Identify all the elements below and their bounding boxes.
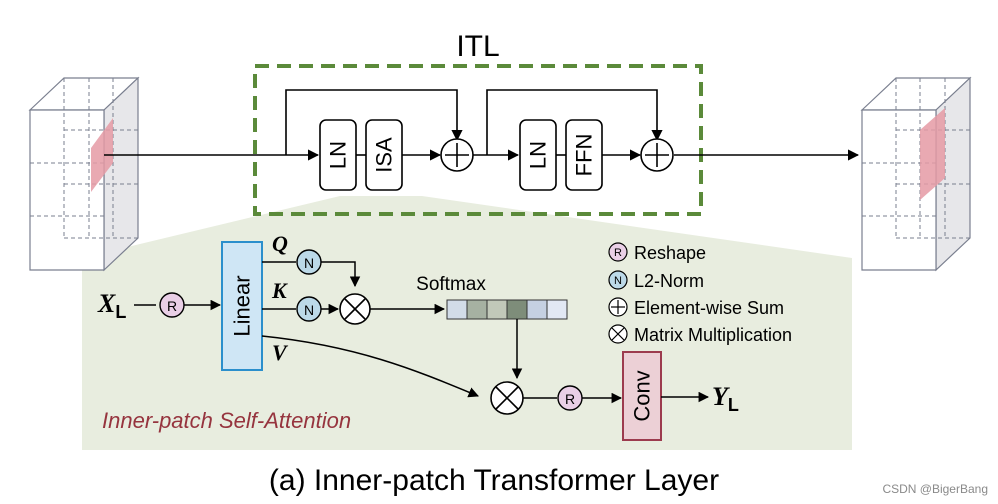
watermark: CSDN @BigerBang bbox=[882, 482, 988, 496]
norm-node-q: N bbox=[296, 249, 322, 275]
output-feature-cube bbox=[860, 76, 972, 272]
figure-caption: (a) Inner-patch Transformer Layer bbox=[269, 464, 719, 497]
linear-block bbox=[221, 241, 263, 371]
k-label: K bbox=[271, 278, 288, 303]
itl-title: ITL bbox=[456, 30, 499, 63]
isa-block bbox=[365, 119, 403, 191]
x-input-label: XL bbox=[97, 289, 126, 322]
softmax-cell bbox=[506, 299, 528, 320]
legend-norm-symbol: N bbox=[614, 275, 622, 287]
conv-label: Conv bbox=[630, 370, 655, 421]
flow-v-matmul bbox=[261, 335, 479, 398]
y-output-label: YL bbox=[712, 382, 739, 415]
v-label: V bbox=[272, 340, 289, 365]
input-patch-highlight bbox=[91, 118, 113, 192]
reshape-node-output: R bbox=[557, 385, 583, 411]
ln2-label: LN bbox=[526, 141, 551, 169]
legend-reshape-symbol: R bbox=[614, 247, 622, 259]
reshape-node-output-label: R bbox=[565, 391, 575, 407]
input-feature-cube bbox=[28, 76, 140, 272]
sum-node-1 bbox=[440, 138, 474, 172]
ffn-label: FFN bbox=[572, 134, 597, 177]
softmax-cell bbox=[486, 299, 508, 320]
matmul-node-v bbox=[490, 381, 524, 415]
flow-q-matmul bbox=[321, 261, 361, 288]
y-main: Y bbox=[712, 382, 730, 411]
legend-norm-label: L2-Norm bbox=[634, 271, 704, 291]
ln1-block bbox=[319, 119, 357, 191]
q-label: Q bbox=[272, 231, 288, 256]
softmax-label: Softmax bbox=[416, 274, 486, 295]
norm-node-k: N bbox=[296, 296, 322, 322]
legend: R Reshape N L2-Norm Element-wise Sum Mat… bbox=[608, 242, 792, 345]
output-patch-highlight bbox=[920, 108, 945, 200]
itl-dashed-box bbox=[253, 64, 703, 216]
linear-label: Linear bbox=[230, 275, 255, 336]
legend-matmul-label: Matrix Multiplication bbox=[634, 325, 792, 345]
skip-connection-2 bbox=[486, 89, 663, 155]
softmax-cell bbox=[466, 299, 488, 320]
ln1-label: LN bbox=[326, 141, 351, 169]
ffn-block bbox=[565, 119, 603, 191]
conv-block bbox=[622, 351, 662, 441]
isa-label: ISA bbox=[372, 137, 397, 173]
norm-node-q-label: N bbox=[304, 255, 314, 271]
legend-norm: N L2-Norm bbox=[608, 270, 704, 291]
legend-reshape-label: Reshape bbox=[634, 243, 706, 263]
softmax-cell bbox=[526, 299, 548, 320]
skip-connection-1 bbox=[285, 89, 463, 155]
reshape-node-input: R bbox=[159, 292, 185, 318]
ln2-block bbox=[519, 119, 557, 191]
softmax-cell bbox=[446, 299, 468, 320]
legend-sum-label: Element-wise Sum bbox=[634, 298, 784, 318]
sum-node-2 bbox=[640, 138, 674, 172]
softmax-vector bbox=[446, 299, 568, 320]
subpanel-title: Inner-patch Self-Attention bbox=[102, 408, 351, 433]
y-subscript: L bbox=[728, 395, 739, 415]
reshape-node-input-label: R bbox=[167, 298, 177, 314]
legend-reshape: R Reshape bbox=[608, 242, 706, 263]
legend-matmul: Matrix Multiplication bbox=[608, 324, 792, 345]
matmul-node-qk bbox=[339, 293, 371, 325]
x-subscript: L bbox=[115, 302, 126, 322]
legend-sum: Element-wise Sum bbox=[608, 297, 784, 318]
norm-node-k-label: N bbox=[304, 302, 314, 318]
softmax-cell bbox=[546, 299, 568, 320]
x-main: X bbox=[97, 289, 116, 318]
